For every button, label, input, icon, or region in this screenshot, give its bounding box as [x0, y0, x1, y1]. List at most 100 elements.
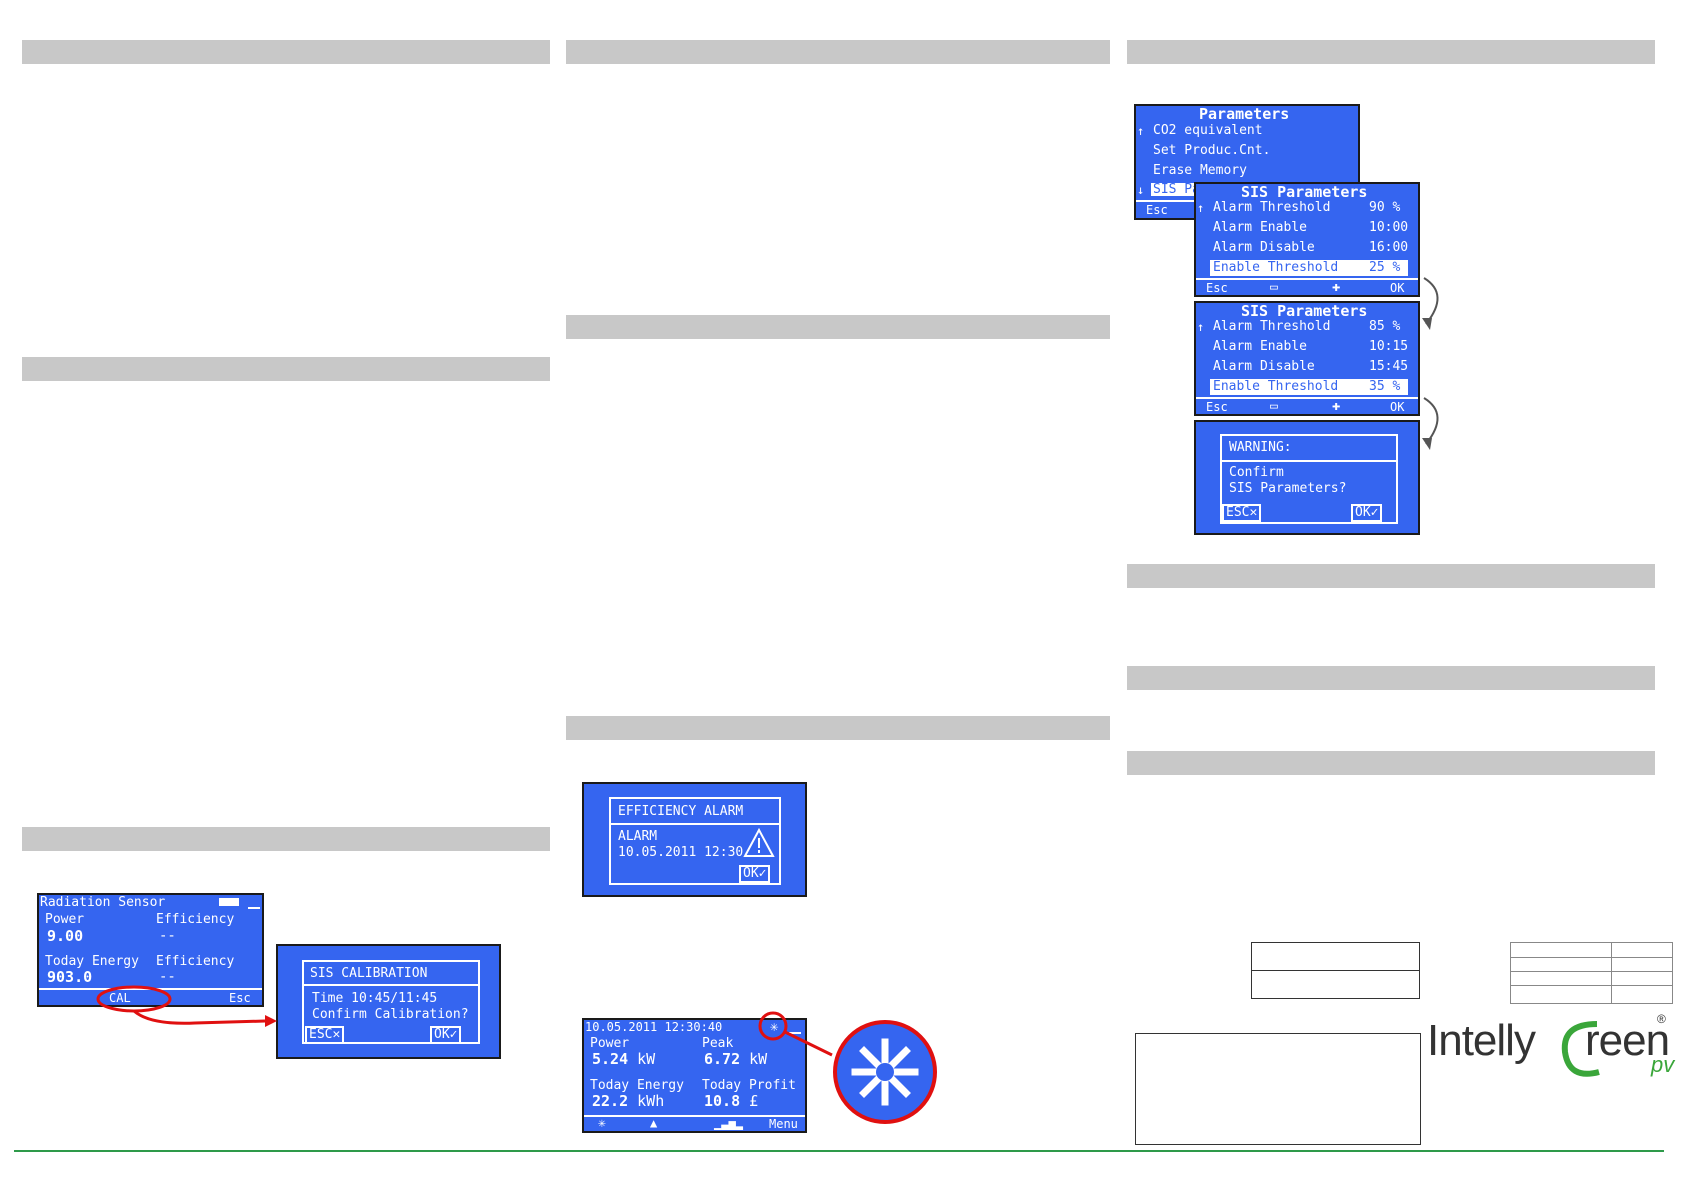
efficiency-label: Efficiency: [156, 912, 235, 927]
power-value: 5.24 kW: [592, 1050, 656, 1068]
energy-value: 903.0: [47, 968, 93, 986]
ok-softkey[interactable]: OK: [1390, 281, 1405, 295]
esc-softkey[interactable]: Esc: [1146, 203, 1168, 217]
menu-softkey[interactable]: Menu: [769, 1117, 798, 1131]
esc-softkey[interactable]: Esc: [1206, 281, 1228, 295]
ok-button[interactable]: OK✓: [1351, 504, 1383, 522]
section-header-bar: [22, 40, 550, 64]
warning-title: WARNING:: [1229, 440, 1292, 455]
param-label: Alarm Disable: [1213, 359, 1315, 374]
param-label: Enable Threshold: [1213, 260, 1339, 275]
param-value: 35 %: [1369, 379, 1401, 394]
small-table: [1510, 942, 1673, 1004]
radiation-sensor-screen: Radiation Sensor Power 9.00 Efficiency -…: [37, 893, 264, 1007]
down-arrow-icon: ↓: [1137, 183, 1145, 197]
intellygreen-logo: Intelly reen ® pv: [1425, 1012, 1680, 1092]
signal-icon: [789, 1024, 801, 1034]
menu-item-selected[interactable]: SIS Pa: [1151, 182, 1202, 197]
profit-value: 10.8 £: [704, 1092, 759, 1110]
ok-button[interactable]: OK✓: [739, 865, 771, 883]
energy-value: 22.2 kWh: [592, 1092, 665, 1110]
warning-triangle-icon: [743, 828, 775, 857]
energy-label: Today Energy: [590, 1078, 684, 1093]
screen-title: SIS Parameters: [1241, 183, 1368, 201]
snowflake-softkey-icon[interactable]: ✳: [598, 1116, 606, 1131]
sis-calibration-dialog: SIS CALIBRATION Time 10:45/11:45 Confirm…: [276, 944, 501, 1059]
profit-label: Today Profit: [702, 1078, 796, 1093]
ok-button[interactable]: OK✓: [430, 1026, 462, 1044]
esc-softkey[interactable]: Esc: [229, 991, 251, 1005]
section-header-bar: [22, 827, 550, 851]
esc-button[interactable]: ESC✕: [1222, 504, 1262, 522]
dialog-title: SIS CALIBRATION: [310, 966, 428, 981]
ok-softkey[interactable]: OK: [1390, 400, 1405, 414]
param-value: 10:00: [1369, 220, 1409, 235]
curved-arrow-icon: [1422, 277, 1439, 330]
up-arrow-icon: ↑: [1197, 201, 1205, 215]
section-header-bar: [1127, 751, 1655, 775]
signal-icon: [248, 898, 260, 909]
bar-graph-icon[interactable]: ▁▃▅▂: [714, 1116, 743, 1130]
footer-line: [14, 1150, 1664, 1152]
esc-button[interactable]: ESC✕: [305, 1026, 345, 1044]
dialog-line2: Confirm Calibration?: [312, 1007, 469, 1022]
selected-row[interactable]: [1210, 260, 1408, 276]
efficiency-alarm-screen: EFFICIENCY ALARM ALARM 10.05.2011 12:30 …: [582, 782, 807, 897]
production-graph-icon[interactable]: ▲: [650, 1116, 658, 1130]
cal-softkey[interactable]: CAL: [109, 991, 131, 1005]
param-value: 10:15: [1369, 339, 1409, 354]
screen-title: SIS Parameters: [1241, 302, 1368, 320]
alarm-line2: 10.05.2011 12:30: [618, 845, 744, 860]
power-label: Power: [45, 912, 85, 927]
param-value: 90 %: [1369, 200, 1401, 215]
sis-parameters-screen: SIS Parameters ↑ Alarm Threshold 85 % Al…: [1194, 301, 1420, 416]
param-label: Alarm Enable: [1213, 220, 1307, 235]
power-label: Power: [590, 1036, 630, 1051]
efficiency2-label: Efficiency: [156, 954, 235, 969]
esc-softkey[interactable]: Esc: [1206, 400, 1228, 414]
peak-value: 6.72 kW: [704, 1050, 768, 1068]
cal-callout: [96, 985, 277, 1027]
logo-swoosh-icon: [1561, 1021, 1600, 1077]
warning-line1: Confirm: [1229, 465, 1284, 480]
alarm-title: EFFICIENCY ALARM: [618, 804, 744, 819]
curved-arrow-icon: [1422, 397, 1439, 450]
efficiency2-value: --: [159, 969, 176, 985]
datetime: 10.05.2011 12:30:40: [585, 1020, 723, 1034]
section-header-bar: [1127, 40, 1655, 64]
snowflake-callout: [758, 1011, 937, 1124]
alarm-line1: ALARM: [618, 829, 658, 844]
energy-label: Today Energy: [45, 954, 139, 969]
sis-parameters-screen: SIS Parameters ↑ Alarm Threshold 90 % Al…: [1194, 182, 1420, 297]
param-label: Alarm Threshold: [1213, 200, 1331, 215]
menu-item[interactable]: Erase Memory: [1153, 163, 1247, 178]
up-arrow-icon: ↑: [1197, 320, 1205, 334]
menu-item[interactable]: Set Produc.Cnt.: [1153, 143, 1271, 158]
section-header-bar: [566, 315, 1110, 339]
section-header-bar: [566, 716, 1110, 740]
param-label: Alarm Enable: [1213, 339, 1307, 354]
selected-row[interactable]: [1210, 379, 1408, 395]
section-header-bar: [1127, 564, 1655, 588]
param-label: Enable Threshold: [1213, 379, 1339, 394]
plus-softkey-icon[interactable]: ✚: [1332, 279, 1341, 295]
plus-softkey-icon[interactable]: ✚: [1332, 398, 1341, 414]
section-header-bar: [1127, 666, 1655, 690]
minus-softkey-icon[interactable]: ▭: [1270, 399, 1278, 414]
up-arrow-icon: ↑: [1137, 124, 1145, 138]
menu-item[interactable]: CO2 equivalent: [1153, 123, 1263, 138]
param-value: 16:00: [1369, 240, 1409, 255]
snowflake-icon: ✳: [770, 1019, 779, 1035]
minus-softkey-icon[interactable]: ▭: [1270, 280, 1278, 295]
warning-dialog: WARNING: Confirm SIS Parameters? ESC✕ OK…: [1194, 420, 1420, 535]
dialog-line1: Time 10:45/11:45: [312, 991, 438, 1006]
efficiency-value: --: [159, 928, 176, 944]
param-value: 25 %: [1369, 260, 1401, 275]
warning-line2: SIS Parameters?: [1229, 481, 1347, 496]
peak-label: Peak: [702, 1036, 734, 1051]
screen-title: Radiation Sensor: [40, 895, 166, 910]
menu-title: Parameters: [1199, 105, 1290, 123]
param-value: 15:45: [1369, 359, 1409, 374]
section-header-bar: [566, 40, 1110, 64]
table-box: [1251, 942, 1420, 999]
